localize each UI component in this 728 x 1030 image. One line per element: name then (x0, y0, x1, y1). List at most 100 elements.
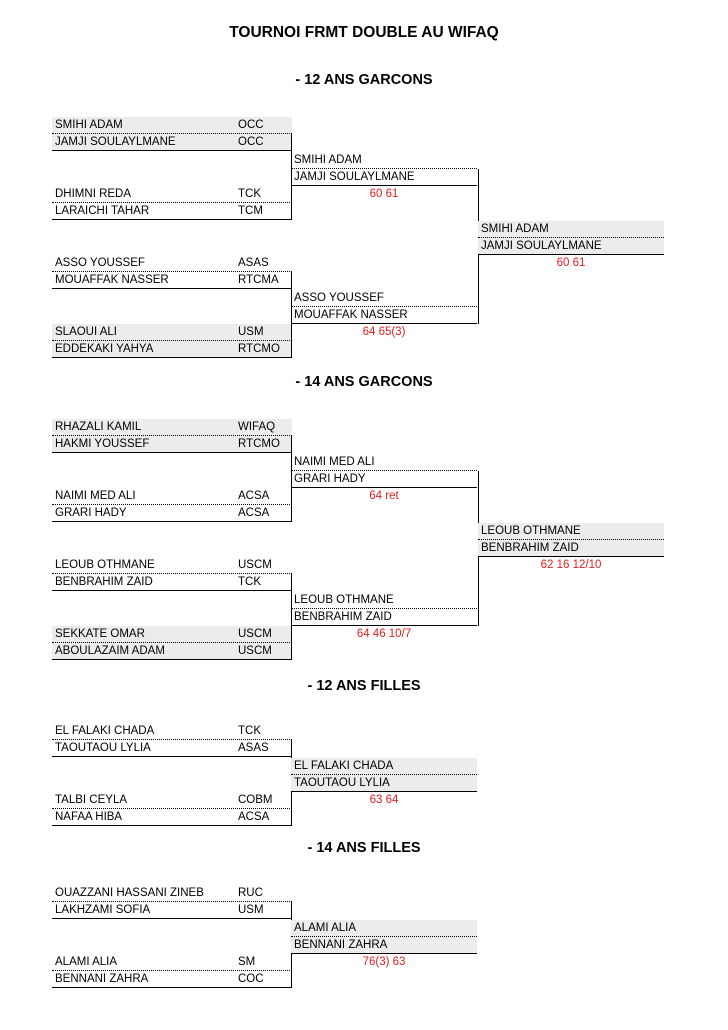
player-name: BENBRAHIM ZAID (294, 610, 392, 623)
player-name: EDDEKAKI YAHYA (55, 343, 154, 355)
club-code: COC (238, 973, 264, 985)
player-name: GRARI HADY (55, 507, 127, 519)
player-name: SMIHI ADAM (55, 119, 123, 131)
player-name: LEOUB OTHMANE (481, 524, 581, 537)
player-name: ABOULAZAIM ADAM (55, 645, 165, 657)
pair-player-row: LEOUB OTHMANE USCM (52, 557, 292, 574)
player-name: TALBI CEYLA (55, 794, 128, 806)
club-code: RTCMA (238, 274, 279, 286)
pair-player-row: LAKHZAMI SOFIA USM (52, 902, 292, 919)
player-name: EL FALAKI CHADA (55, 725, 155, 737)
match-score: 60 61 (369, 187, 399, 200)
winner-row: SMIHI ADAM (291, 152, 477, 169)
player-name: OUAZZANI HASSANI ZINEB (55, 887, 204, 899)
winner-row: BENBRAHIM ZAID (291, 609, 477, 626)
winner-row: TAOUTAOU LYLIA (291, 774, 477, 792)
player-name: DHIMNI REDA (55, 188, 132, 200)
club-code: COBM (238, 794, 273, 806)
club-code: OCC (238, 136, 264, 148)
winner-row: EL FALAKI CHADA (291, 757, 477, 775)
player-name: HAKMI YOUSSEF (55, 438, 150, 450)
winner-row: ALAMI ALIA (291, 919, 477, 937)
club-code: ACSA (238, 490, 270, 502)
player-name: BENBRAHIM ZAID (481, 541, 579, 554)
player-name: ASSO YOUSSEF (55, 257, 145, 269)
player-name: SLAOUI ALI (55, 326, 118, 338)
player-name: BENNANI ZAHRA (294, 938, 388, 951)
match-score: 60 61 (556, 256, 586, 269)
pair-player-row: ALAMI ALIA SM (52, 954, 292, 971)
pair-player-row: DHIMNI REDA TCK (52, 186, 292, 203)
player-name: NAIMI MED ALI (294, 455, 375, 468)
player-name: BENBRAHIM ZAID (55, 576, 153, 588)
player-name: JAMJI SOULAYLMANE (294, 170, 415, 183)
bracket-connector (291, 272, 292, 358)
club-code: USM (238, 326, 264, 338)
club-code: ACSA (238, 811, 270, 823)
player-name: NAIMI MED ALI (55, 490, 136, 502)
pair-player-row: BENNANI ZAHRA COC (52, 971, 292, 988)
winner-row: NAIMI MED ALI (291, 454, 477, 471)
pair-player-row: OUAZZANI HASSANI ZINEB RUC (52, 885, 292, 902)
pair-player-row: ABOULAZAIM ADAM USCM (52, 643, 292, 660)
player-name: SMIHI ADAM (294, 153, 362, 166)
match-score: 64 46 10/7 (356, 627, 412, 640)
player-name: SEKKATE OMAR (55, 628, 145, 640)
club-code: OCC (238, 119, 264, 131)
match-score: 64 ret (369, 489, 399, 502)
match-score: 76(3) 63 (362, 955, 406, 968)
player-name: JAMJI SOULAYLMANE (481, 239, 602, 252)
player-name: GRARI HADY (294, 472, 366, 485)
pair-player-row: SEKKATE OMAR USCM (52, 626, 292, 643)
section-heading: - 14 ANS FILLES (307, 840, 421, 856)
club-code: USM (238, 904, 264, 916)
document-title: TOURNOI FRMT DOUBLE AU WIFAQ (229, 24, 499, 41)
club-code: TCK (238, 188, 261, 200)
club-code: ASAS (238, 257, 269, 269)
player-name: LEOUB OTHMANE (55, 559, 155, 571)
club-code: USCM (238, 645, 272, 657)
player-name: ASSO YOUSSEF (294, 291, 384, 304)
section-heading: - 14 ANS GARCONS (295, 374, 433, 390)
player-name: ALAMI ALIA (294, 921, 357, 934)
bracket-connector (291, 574, 292, 660)
final-winner-row: LEOUB OTHMANE (478, 522, 664, 540)
winner-row: MOUAFFAK NASSER (291, 307, 477, 324)
pair-player-row: MOUAFFAK NASSER RTCMA (52, 272, 292, 289)
club-code: TCK (238, 576, 261, 588)
pair-player-row: ASSO YOUSSEF ASAS (52, 255, 292, 272)
player-name: LARAICHI TAHAR (55, 205, 150, 217)
player-name: MOUAFFAK NASSER (55, 274, 169, 286)
player-name: LAKHZAMI SOFIA (55, 904, 151, 916)
club-code: ASAS (238, 742, 269, 754)
club-code: TCK (238, 725, 261, 737)
club-code: RUC (238, 887, 263, 899)
pair-player-row: TAOUTAOU LYLIA ASAS (52, 740, 292, 757)
club-code: USCM (238, 559, 272, 571)
pair-player-row: BENBRAHIM ZAID TCK (52, 574, 292, 591)
pair-player-row: NAFAA HIBA ACSA (52, 809, 292, 826)
pair-player-row: LARAICHI TAHAR TCM (52, 203, 292, 220)
player-name: ALAMI ALIA (55, 956, 118, 968)
club-code: SM (238, 956, 256, 968)
winner-row: GRARI HADY (291, 471, 477, 488)
player-name: TAOUTAOU LYLIA (55, 742, 151, 754)
pair-player-row: NAIMI MED ALI ACSA (52, 488, 292, 505)
final-winner-row: BENBRAHIM ZAID (478, 539, 664, 557)
player-name: LEOUB OTHMANE (294, 593, 394, 606)
pair-player-row: EL FALAKI CHADA TCK (52, 723, 292, 740)
player-name: MOUAFFAK NASSER (294, 308, 408, 321)
winner-row: ASSO YOUSSEF (291, 290, 477, 307)
winner-row: BENNANI ZAHRA (291, 936, 477, 954)
match-score: 63 64 (369, 793, 399, 806)
club-code: USCM (238, 628, 272, 640)
player-name: BENNANI ZAHRA (55, 973, 149, 985)
winner-row: LEOUB OTHMANE (291, 592, 477, 609)
bracket-connector (291, 134, 292, 220)
club-code: TCM (238, 205, 263, 217)
player-name: NAFAA HIBA (55, 811, 123, 823)
winner-row: JAMJI SOULAYLMANE (291, 169, 477, 186)
